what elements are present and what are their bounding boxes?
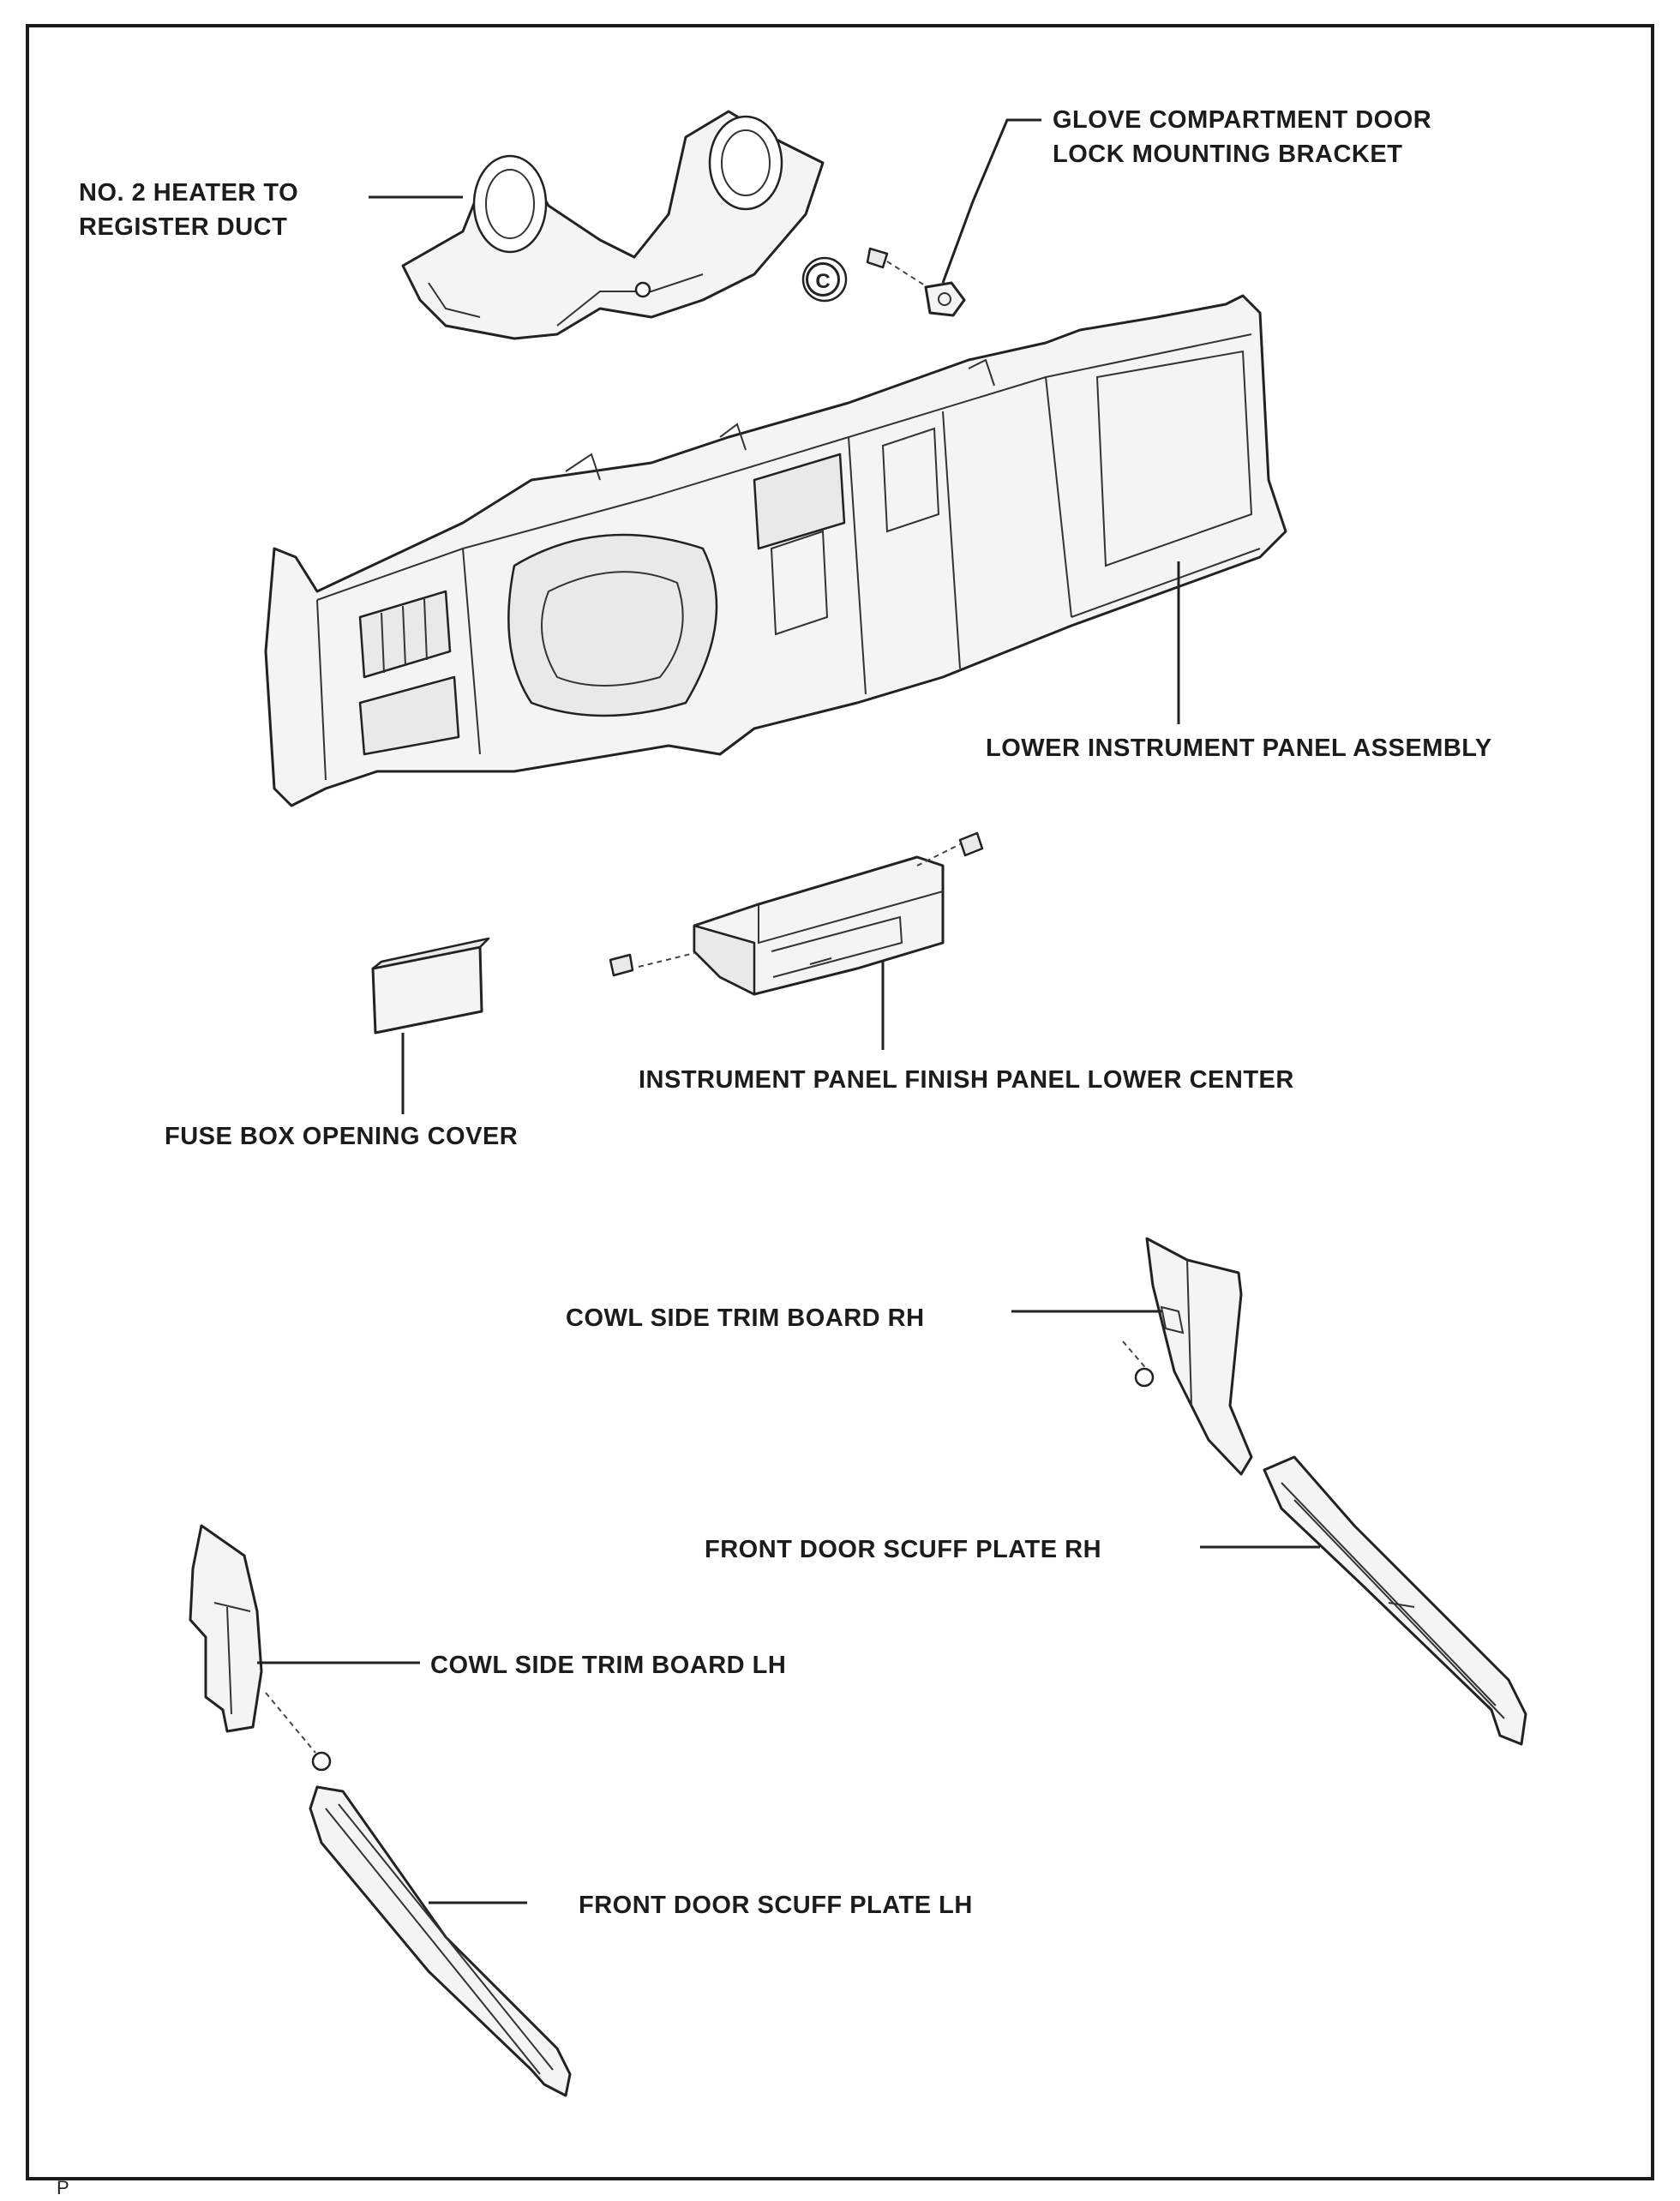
label-heater-duct-line-2: REGISTER DUCT: [79, 213, 288, 241]
label-cowl-rh: COWL SIDE TRIM BOARD RH: [566, 1304, 925, 1332]
label-heater-duct: NO. 2 HEATER TO REGISTER DUCT: [79, 176, 298, 244]
cowl-trim-rh-illustration: [1122, 1237, 1253, 1476]
label-heater-duct-line-1: NO. 2 HEATER TO: [79, 179, 299, 207]
label-cowl-lh: COWL SIDE TRIM BOARD LH: [430, 1652, 787, 1679]
diagram-frame: [26, 24, 1654, 2180]
label-fuse-cover: FUSE BOX OPENING COVER: [165, 1123, 519, 1150]
label-scuff-lh: FRONT DOOR SCUFF PLATE LH: [579, 1892, 973, 1919]
corner-mark: P: [57, 2177, 69, 2198]
finish-panel-lower-center-illustration: [609, 831, 984, 996]
label-lower-panel: LOWER INSTRUMENT PANEL ASSEMBLY: [986, 735, 1492, 762]
label-scuff-rh: FRONT DOOR SCUFF PLATE RH: [705, 1536, 1102, 1563]
label-finish-panel: INSTRUMENT PANEL FINISH PANEL LOWER CENT…: [639, 1066, 1294, 1094]
heater-duct-illustration: [401, 110, 825, 340]
label-glove-bracket-line-1: GLOVE COMPARTMENT DOOR: [1053, 106, 1432, 134]
clip-symbol: C: [806, 262, 840, 297]
label-glove-bracket-line-2: LOCK MOUNTING BRACKET: [1053, 141, 1403, 168]
label-glove-bracket: GLOVE COMPARTMENT DOOR LOCK MOUNTING BRA…: [1053, 103, 1431, 171]
fuse-box-cover-illustration: [371, 937, 490, 1035]
scuff-plate-rh-illustration: [1263, 1455, 1527, 1746]
clip-symbol-letter: C: [815, 270, 831, 293]
leader-glove-bracket: [941, 118, 1041, 284]
scuff-plate-lh-illustration: [309, 1785, 572, 2097]
lower-instrument-panel-illustration: [264, 294, 1287, 807]
cowl-trim-lh-illustration: [189, 1524, 332, 1772]
